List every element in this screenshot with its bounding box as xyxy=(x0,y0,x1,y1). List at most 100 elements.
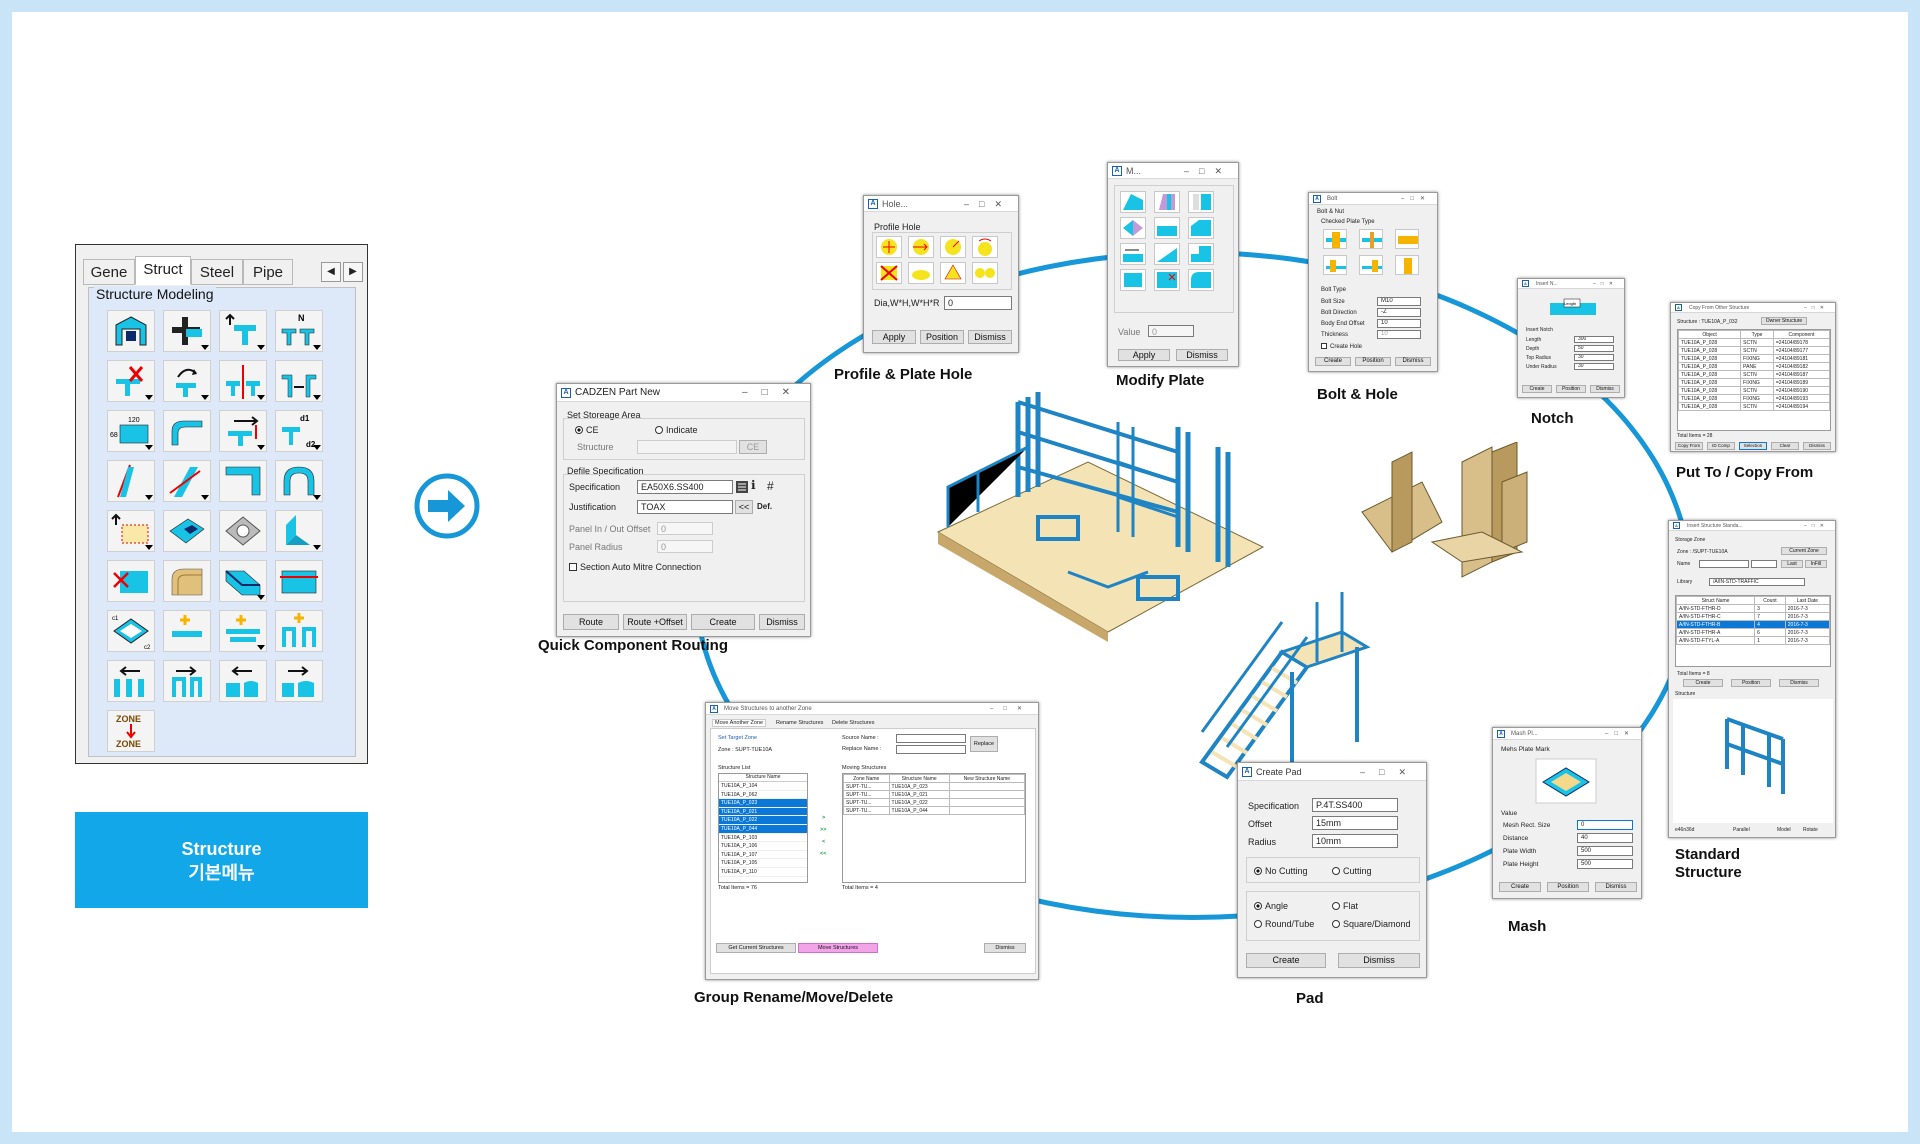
structure-list-item[interactable]: TUE10A_P_062 xyxy=(719,791,807,800)
modify-round-icon[interactable] xyxy=(1188,269,1214,291)
pad-create-button[interactable]: Create xyxy=(1246,953,1326,968)
tab-gene[interactable]: Gene xyxy=(83,259,135,285)
bolt-type-1-icon[interactable] xyxy=(1323,229,1347,249)
modify-corner-a-icon[interactable] xyxy=(1120,191,1146,213)
selection-button[interactable]: Selection xyxy=(1739,442,1767,450)
ce-button[interactable]: CE xyxy=(739,440,767,454)
modify-step-icon[interactable] xyxy=(1188,243,1214,265)
plate-width-input[interactable]: 500 xyxy=(1577,846,1633,856)
tab-scroll-right-button[interactable]: ▶ xyxy=(343,262,363,282)
bolt-size-select[interactable]: M10 xyxy=(1377,297,1421,306)
modify-rect-icon[interactable] xyxy=(1120,269,1146,291)
insert-plus-frame-icon[interactable] xyxy=(275,610,323,652)
panel-radius-input[interactable]: 0 xyxy=(657,540,713,553)
standard-create-button[interactable]: Create xyxy=(1683,679,1723,687)
tab-pipe[interactable]: Pipe xyxy=(243,259,293,285)
structure-list-item[interactable]: TUE10A_P_023 xyxy=(719,799,807,808)
structure-list-item[interactable]: TUE10A_P_022 xyxy=(719,816,807,825)
structure-list-item[interactable]: TUE10A_P_106 xyxy=(719,842,807,851)
bolt-type-4-icon[interactable] xyxy=(1323,255,1347,275)
hole-size-input[interactable]: 0 xyxy=(944,296,1012,310)
bolt-type-3-icon[interactable] xyxy=(1395,229,1419,249)
library-select[interactable]: /A/IN-STD-TRAFFIC xyxy=(1709,578,1805,586)
modify-edge-icon[interactable] xyxy=(1154,191,1180,213)
specification-browse-icon[interactable] xyxy=(735,480,749,494)
name-input[interactable] xyxy=(1699,560,1749,568)
notch-create-button[interactable]: Create xyxy=(1522,385,1552,393)
moving-table-row[interactable]: SUPT-TU...TUE10A_P_021 xyxy=(843,790,1025,799)
hole-dismiss-button[interactable]: Dismiss xyxy=(968,330,1012,344)
plate-area-icon[interactable] xyxy=(107,510,155,552)
trim-section-icon[interactable] xyxy=(107,460,155,502)
moving-table-row[interactable]: SUPT-TU...TUE10A_P_044 xyxy=(843,806,1025,815)
structure-list-item[interactable]: TUE10A_P_103 xyxy=(719,834,807,843)
modify-remove-corner-icon[interactable] xyxy=(1154,269,1180,291)
square-diamond-radio[interactable]: Square/Diamond xyxy=(1332,919,1411,929)
structure-list-item[interactable]: TUE10A_P_105 xyxy=(719,859,807,868)
tab-rename-structures[interactable]: Rename Structures xyxy=(776,720,824,726)
extrude-panel-icon[interactable] xyxy=(219,560,267,602)
move-one-right-button[interactable]: > xyxy=(822,815,826,821)
arc-section-icon[interactable] xyxy=(275,460,323,502)
split-panel-icon[interactable] xyxy=(275,560,323,602)
source-name-input[interactable] xyxy=(896,734,966,743)
hole-type-slot-icon[interactable] xyxy=(908,262,934,284)
justification-prev-button[interactable]: << xyxy=(735,500,753,514)
move-all-right-button[interactable]: >> xyxy=(820,827,827,833)
bolt-dismiss-button[interactable]: Dismiss xyxy=(1395,357,1431,366)
structure-input[interactable] xyxy=(637,440,737,454)
tab-delete-structures[interactable]: Delete Structures xyxy=(832,720,875,726)
frame-structure-icon[interactable] xyxy=(107,310,155,352)
pad-offset-input[interactable]: 15mm xyxy=(1312,816,1398,830)
standard-dismiss-button[interactable]: Dismiss xyxy=(1779,679,1819,687)
tab-steel[interactable]: Steel xyxy=(191,259,243,285)
mash-create-button[interactable]: Create xyxy=(1499,882,1541,892)
move-all-left-button[interactable]: << xyxy=(820,851,827,857)
mesh-rect-size-input[interactable]: 0 xyxy=(1577,820,1633,830)
notch-depth-input[interactable]: 50 xyxy=(1574,345,1614,352)
move-dismiss-button[interactable]: Dismiss xyxy=(984,943,1026,953)
ce-radio[interactable]: CE xyxy=(575,425,599,435)
mash-position-button[interactable]: Position xyxy=(1547,882,1589,892)
move-structures-button[interactable]: Move Structures xyxy=(798,943,878,953)
replace-name-input[interactable] xyxy=(896,745,966,754)
structure-preview-area[interactable] xyxy=(1673,699,1833,823)
preview-footer-model[interactable]: Model xyxy=(1777,827,1791,833)
owner-structure-button[interactable]: Owner Structure xyxy=(1761,317,1807,325)
bolt-type-5-icon[interactable] xyxy=(1359,255,1383,275)
structure-list-item[interactable]: TUE10A_P_110 xyxy=(719,868,807,877)
bolt-direction-select[interactable]: -Z xyxy=(1377,308,1421,317)
flat-radio[interactable]: Flat xyxy=(1332,901,1358,911)
thickness-input[interactable]: 10 xyxy=(1377,330,1421,339)
name-suffix-input[interactable] xyxy=(1751,560,1777,568)
pad-specification-select[interactable]: P.4T.SS400 xyxy=(1312,798,1398,812)
copy-dismiss-button[interactable]: Dismiss xyxy=(1803,442,1831,450)
panel-offset-input[interactable]: 0 xyxy=(657,522,713,535)
modify-apply-button[interactable]: Apply xyxy=(1118,349,1170,361)
cross-section-icon[interactable] xyxy=(163,310,211,352)
specification-input[interactable]: EA50X6.SS400 xyxy=(637,480,733,494)
clear-button[interactable]: Clear xyxy=(1771,442,1799,450)
join-section-icon[interactable] xyxy=(275,360,323,402)
structure-list-item[interactable]: TUE10A_P_044 xyxy=(719,824,807,834)
notch-top-radius-input[interactable]: 30 xyxy=(1574,354,1614,361)
preview-footer-rotate[interactable]: Rotate xyxy=(1803,827,1818,833)
notch-under-radius-input[interactable]: 30 xyxy=(1574,363,1614,370)
round-tube-radio[interactable]: Round/Tube xyxy=(1254,919,1314,929)
modify-split-icon[interactable] xyxy=(1188,191,1214,213)
hole-type-offset-icon[interactable] xyxy=(908,236,934,258)
bolt-type-6-icon[interactable] xyxy=(1395,255,1419,275)
